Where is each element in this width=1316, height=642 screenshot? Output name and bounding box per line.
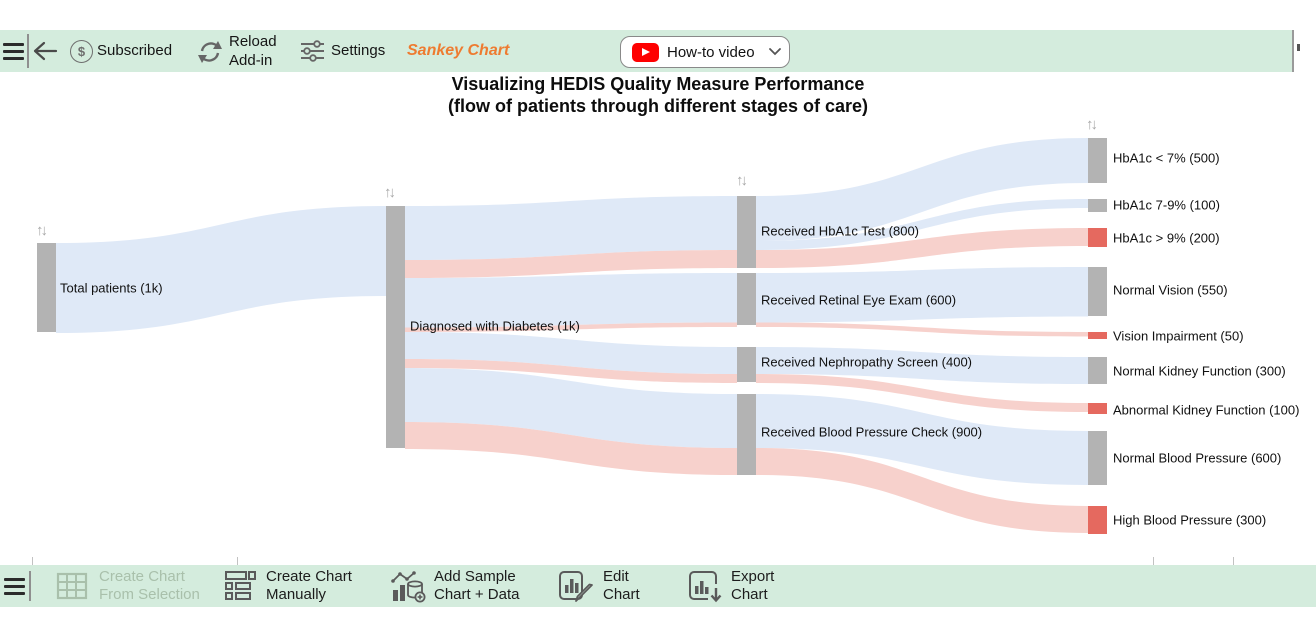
sankey-node[interactable] (386, 206, 405, 448)
node-label: HbA1c > 9% (200) (1113, 230, 1220, 246)
sankey-node[interactable] (1088, 357, 1107, 384)
edit-chart-button[interactable]: Edit Chart (558, 568, 640, 604)
node-label: Normal Vision (550) (1113, 282, 1228, 298)
sankey-node[interactable] (1088, 332, 1107, 339)
subscription-dollar-icon: $ (70, 40, 93, 63)
node-label: Abnormal Kidney Function (100) (1113, 402, 1300, 418)
sankey-node[interactable] (1088, 506, 1107, 534)
create-chart-from-selection-button[interactable]: Create Chart From Selection (55, 568, 200, 604)
sample-chart-database-icon (391, 571, 426, 603)
grid-tick (1233, 557, 1234, 565)
sort-arrows-icon[interactable]: ↑↓ (1086, 116, 1098, 133)
bottom-toolbar: Create Chart From Selection Create Chart… (0, 565, 1316, 607)
grid-tick (32, 557, 33, 565)
sankey-node[interactable] (1088, 199, 1107, 212)
menu-icon[interactable] (4, 578, 25, 595)
sankey-node[interactable] (1088, 431, 1107, 485)
settings-label[interactable]: Settings (331, 42, 386, 59)
sankey-link[interactable] (756, 322, 1088, 337)
scroll-artifact (1297, 44, 1300, 51)
sankey-link[interactable] (405, 332, 737, 374)
howto-video-label: How-to video (667, 43, 755, 61)
node-label: HbA1c < 7% (500) (1113, 150, 1220, 166)
sankey-link[interactable] (405, 273, 737, 328)
sankey-link[interactable] (756, 374, 1088, 412)
sankey-link[interactable] (405, 322, 737, 333)
chart-title-line1: Visualizing HEDIS Quality Measure Perfor… (451, 74, 865, 94)
sankey-node[interactable] (1088, 267, 1107, 316)
node-label: Received HbA1c Test (800) (761, 223, 920, 239)
sankey-link[interactable] (756, 199, 1088, 250)
reload-icon[interactable] (196, 39, 224, 65)
sort-arrows-icon[interactable]: ↑↓ (36, 222, 48, 239)
chart-title: Visualizing HEDIS Quality Measure Perfor… (0, 73, 1316, 117)
node-label: Normal Blood Pressure (600) (1113, 450, 1282, 466)
sankey-link[interactable] (756, 394, 1088, 485)
table-grid-icon (56, 572, 88, 600)
sankey-node[interactable] (737, 394, 756, 475)
brand-title: Sankey Chart (407, 42, 510, 59)
sankey-link[interactable] (405, 422, 737, 475)
node-label: Vision Impairment (50) (1113, 328, 1244, 344)
sankey-link[interactable] (756, 267, 1088, 323)
sankey-node[interactable] (1088, 403, 1107, 414)
sankey-node[interactable] (37, 243, 56, 332)
sankey-link[interactable] (405, 196, 737, 260)
howto-video-button[interactable]: How-to video (620, 36, 790, 68)
add-sample-chart-data-button[interactable]: Add Sample Chart + Data (391, 568, 519, 604)
sankey-link[interactable] (56, 206, 386, 333)
chart-title-line2: (flow of patients through different stag… (447, 96, 869, 116)
subscribed-label[interactable]: Subscribed (97, 42, 173, 59)
export-chart-download-icon (689, 571, 722, 603)
export-chart-button[interactable]: Export Chart (688, 568, 774, 604)
toolbar-divider (27, 34, 29, 68)
sankey-node[interactable] (1088, 228, 1107, 247)
toolbar-right-edge (1292, 30, 1294, 72)
node-label: High Blood Pressure (300) (1113, 512, 1267, 528)
chevron-down-icon (768, 48, 781, 56)
settings-sliders-icon[interactable] (300, 40, 325, 62)
toolbar-divider (29, 571, 31, 601)
sankey-link[interactable] (756, 448, 1088, 533)
node-label: Received Retinal Eye Exam (600) (761, 292, 957, 308)
menu-icon[interactable] (3, 43, 24, 60)
sort-arrows-icon[interactable]: ↑↓ (736, 172, 748, 189)
sort-arrows-icon[interactable]: ↑↓ (384, 184, 396, 201)
create-chart-manually-button[interactable]: Create Chart Manually (224, 568, 352, 604)
sankey-link[interactable] (756, 228, 1088, 268)
sankey-link[interactable] (756, 347, 1088, 384)
node-label: Total patients (1k) (60, 280, 163, 296)
node-label: Received Blood Pressure Check (900) (761, 424, 983, 440)
edit-chart-pencil-icon (559, 571, 593, 602)
youtube-icon (632, 42, 659, 62)
grid-tick (1153, 557, 1154, 565)
grid-tick (237, 557, 238, 565)
back-arrow-icon[interactable] (32, 39, 58, 63)
sankey-link[interactable] (756, 138, 1088, 241)
reload-addin-button[interactable]: Reload Add-in (229, 33, 277, 69)
node-label: Received Nephropathy Screen (400) (761, 354, 973, 370)
sankey-link[interactable] (405, 368, 737, 448)
sankey-node[interactable] (737, 196, 756, 268)
sankey-node[interactable] (737, 347, 756, 382)
sankey-node[interactable] (737, 273, 756, 325)
sankey-node[interactable] (1088, 138, 1107, 183)
node-label: Normal Kidney Function (300) (1113, 363, 1286, 379)
sankey-link[interactable] (405, 250, 737, 278)
node-label: HbA1c 7-9% (100) (1113, 197, 1220, 213)
node-label: Diagnosed with Diabetes (1k) (410, 318, 580, 334)
form-rows-icon (225, 571, 256, 600)
sankey-link[interactable] (405, 359, 737, 383)
